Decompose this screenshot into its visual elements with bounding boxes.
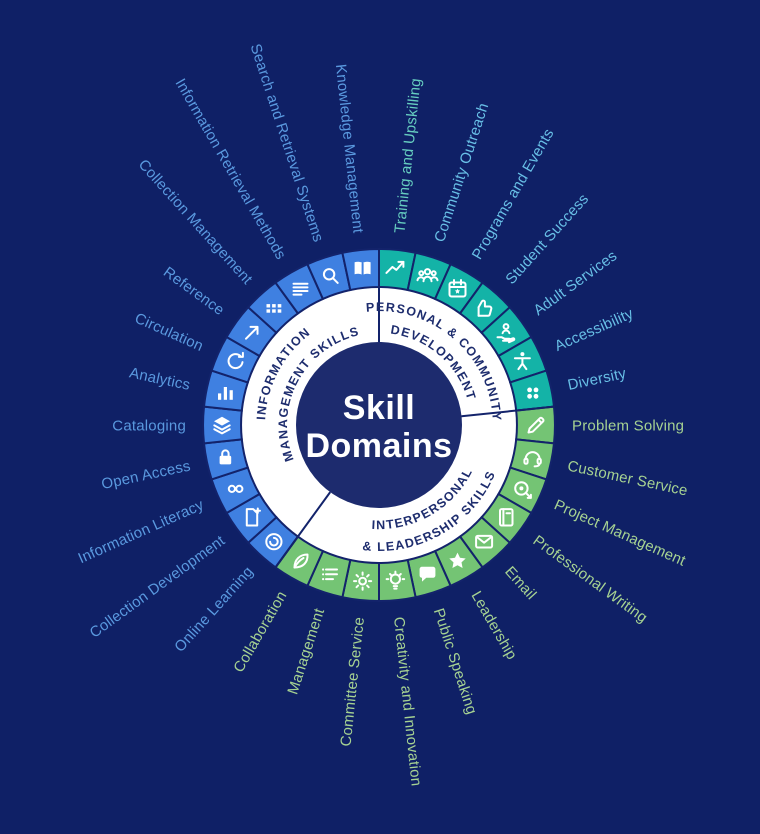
diversity-dots-icon <box>527 387 539 399</box>
accessibility-person-icon <box>513 352 531 371</box>
diagram-title-line2: Domains <box>305 427 452 465</box>
grid-table-icon <box>266 304 282 313</box>
target-icon <box>514 481 532 499</box>
gear-icon <box>353 571 373 591</box>
text-lines-icon <box>292 282 309 296</box>
spoke-label-email: Email <box>501 563 539 603</box>
refresh-icon <box>227 351 244 369</box>
spoke-label-problem-solving: Problem Solving <box>572 417 684 434</box>
segment-icons <box>213 260 545 591</box>
journal-icon <box>499 508 514 527</box>
spoke-label-creativity-and-innovation: Creativity and Innovation <box>390 616 425 787</box>
diagram-title-line1: Skill <box>343 389 415 427</box>
spoke-label-training-and-upskilling: Training and Upskilling <box>391 77 424 234</box>
magnifier-icon <box>322 268 339 284</box>
spoke-label-community-outreach: Community Outreach <box>431 101 492 244</box>
spoke-label-analytics: Analytics <box>128 364 192 393</box>
segment-problem-solving <box>515 405 556 445</box>
list-rows-icon <box>322 568 338 581</box>
calendar-icon <box>448 279 467 298</box>
spoke-label-diversity: Diversity <box>566 365 628 394</box>
pencil-icon <box>527 416 545 434</box>
arrow-up-right-icon <box>245 325 259 340</box>
thumbs-up-icon <box>477 299 493 317</box>
leaf-icon <box>293 553 309 569</box>
sector-divider-line <box>461 405 555 418</box>
sector-divider-line <box>274 491 332 568</box>
speech-bubble-icon <box>419 566 436 582</box>
open-book-icon <box>354 261 371 277</box>
care-hand-icon <box>496 323 516 344</box>
layers-icon <box>213 416 231 435</box>
trend-up-icon <box>385 260 405 274</box>
lightbulb-icon <box>385 570 406 590</box>
spoke-label-management: Management <box>284 606 328 697</box>
bar-chart-icon <box>218 387 233 400</box>
headset-icon <box>523 451 542 468</box>
envelope-icon <box>475 534 494 549</box>
spoke-label-leadership: Leadership <box>467 588 520 663</box>
doc-plus-icon <box>245 507 261 527</box>
spoke-label-circulation: Circulation <box>132 310 206 355</box>
center-circle <box>296 342 462 508</box>
spoke-label-reference: Reference <box>160 264 227 319</box>
spoke-label-committee-service: Committee Service <box>337 616 368 747</box>
people-group-icon <box>416 268 439 283</box>
spoke-label-customer-service: Customer Service <box>566 458 689 500</box>
spoke-label-knowledge-management: Knowledge Management <box>332 63 367 234</box>
spoke-label-collaboration: Collaboration <box>230 588 290 675</box>
star-icon <box>449 552 466 568</box>
infinity-icon <box>227 484 244 493</box>
spoke-label-public-speaking: Public Speaking <box>430 606 480 716</box>
spoke-label-open-access: Open Access <box>100 458 192 493</box>
swirl-icon <box>265 533 283 551</box>
sector-dividers <box>274 249 555 568</box>
spoke-label-cataloging: Cataloging <box>112 417 186 434</box>
spoke-label-accessibility: Accessibility <box>552 305 636 355</box>
spoke-label-adult-services: Adult Services <box>531 247 621 319</box>
lock-icon <box>219 449 232 465</box>
